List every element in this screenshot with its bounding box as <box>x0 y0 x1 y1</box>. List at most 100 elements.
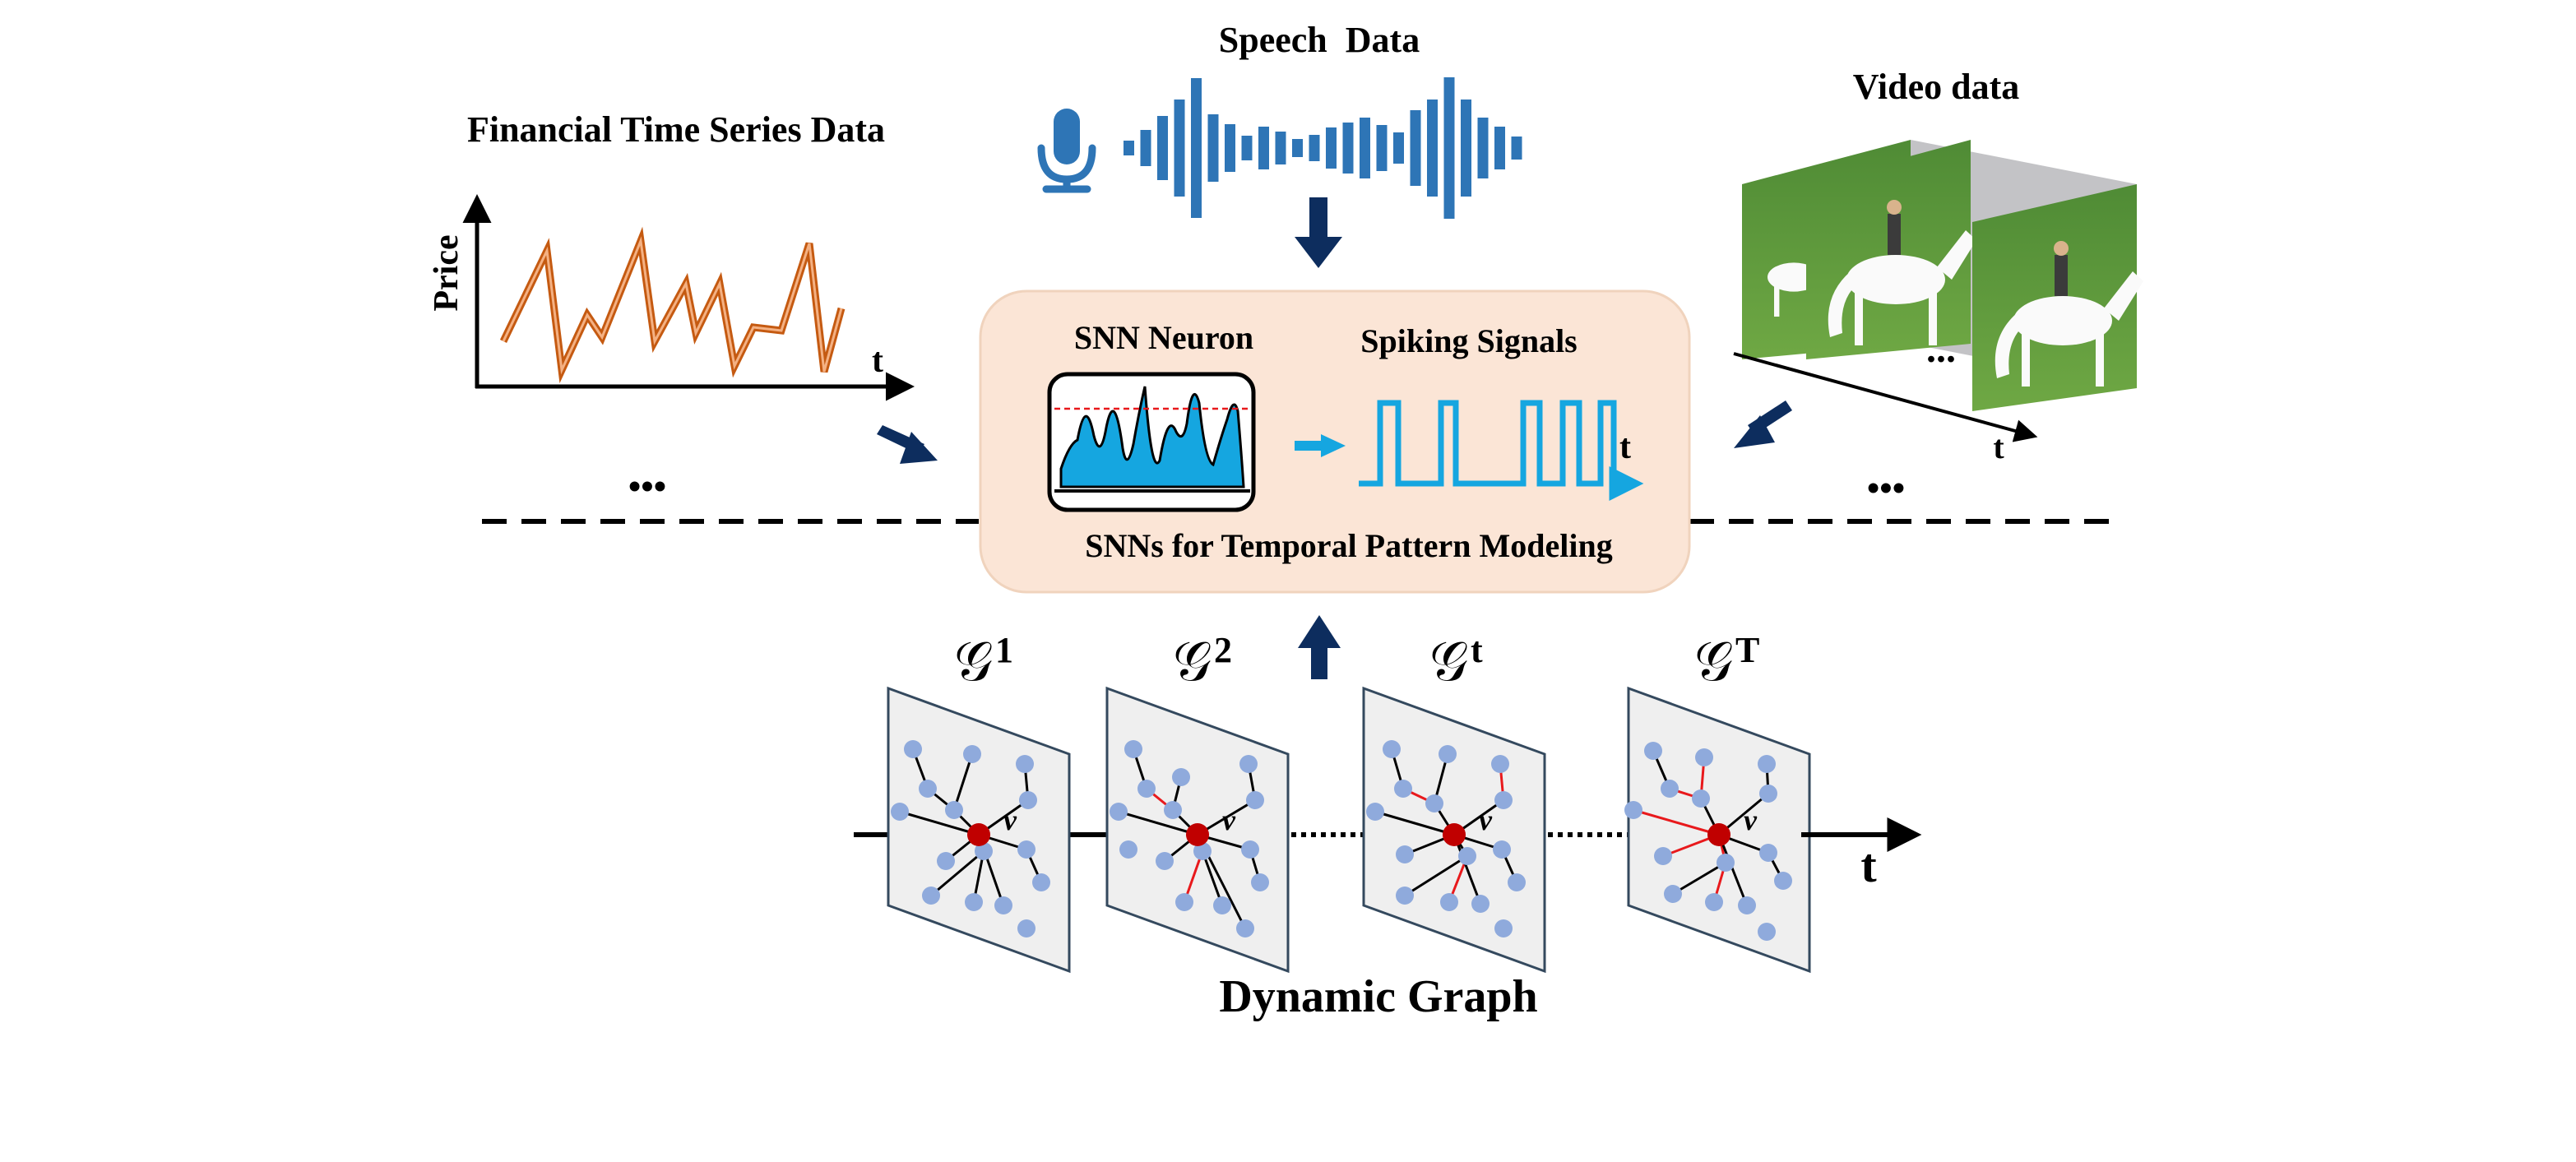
wave-bar <box>1292 139 1303 157</box>
graph-edge <box>930 850 985 897</box>
graph-node <box>1175 893 1193 911</box>
wave-bar <box>1461 100 1471 197</box>
snn-neuron-label: SNN Neuron <box>1074 319 1253 356</box>
graph-node <box>1124 740 1142 758</box>
graph-node <box>1758 923 1776 941</box>
target-node <box>967 823 990 846</box>
graph-node <box>1383 740 1401 758</box>
spiking-signals-label: Spiking Signals <box>1360 322 1578 359</box>
graph-node <box>1661 780 1679 798</box>
graph-node <box>1759 844 1777 862</box>
graph-node <box>965 893 983 911</box>
graph-snapshot-superscript: 2 <box>1214 630 1232 670</box>
graph-node <box>1717 854 1735 872</box>
video-title: Video data <box>1853 67 2020 107</box>
graph-node <box>1246 791 1264 809</box>
graph-node <box>1759 785 1777 803</box>
graph-edge <box>1201 850 1224 906</box>
graph-node <box>1738 896 1756 914</box>
wave-bar <box>1241 136 1253 160</box>
graph-node <box>904 740 922 758</box>
graph-snapshot-superscript: 1 <box>995 630 1013 670</box>
wave-bar <box>1376 125 1388 171</box>
target-node <box>1443 823 1466 846</box>
graph-edge <box>1672 861 1726 896</box>
graph-node <box>1119 840 1137 859</box>
graph-node <box>922 887 940 905</box>
wave-bar <box>1140 130 1151 166</box>
graph-node <box>1239 755 1258 773</box>
diagonal-arrow-icon <box>1734 400 1792 448</box>
graph-node <box>1017 840 1035 859</box>
graph-node <box>1110 803 1128 821</box>
graph-node <box>1241 840 1259 859</box>
left-ellipsis: ••• <box>628 466 666 507</box>
target-node-label: v <box>1003 803 1017 836</box>
wave-bar <box>1477 118 1489 178</box>
price-axis-label: Price <box>428 234 466 311</box>
graph-node <box>1493 840 1511 859</box>
graph-node <box>945 801 963 819</box>
down-arrow-icon <box>1295 197 1342 268</box>
graph-node <box>891 803 909 821</box>
graph-node <box>1164 801 1182 819</box>
graph-node <box>1251 873 1269 891</box>
graph-node <box>1156 852 1174 870</box>
graph-node <box>1664 885 1682 903</box>
graph-node <box>1494 919 1513 937</box>
membrane-potential <box>1059 386 1245 488</box>
graph-node <box>1508 873 1526 891</box>
target-node <box>1707 823 1730 846</box>
graph-node <box>1137 780 1156 798</box>
target-node-label: v <box>1479 803 1493 836</box>
up-arrow-icon <box>1298 615 1341 679</box>
wave-bar <box>1342 123 1354 174</box>
wave-bar <box>1494 127 1505 169</box>
spike-train <box>1359 400 1627 487</box>
speech-title: Speech Data <box>1219 20 1420 60</box>
graph-node <box>919 780 937 798</box>
graph-edge <box>1374 810 1455 836</box>
spike-time-label: t <box>1619 428 1631 466</box>
graph-node <box>1774 872 1792 890</box>
graph-snapshot-superscript: T <box>1735 630 1759 670</box>
graph-node <box>1654 847 1672 865</box>
graph-node <box>1705 893 1723 911</box>
graph-snapshot-label: 𝒢 <box>1429 632 1468 692</box>
graph-node <box>1172 768 1190 786</box>
graph-node <box>1394 780 1412 798</box>
graph-node <box>1019 791 1037 809</box>
graph-node <box>1644 742 1662 760</box>
diagonal-arrow-icon <box>877 425 938 464</box>
wave-bar <box>1207 114 1219 182</box>
graph-node <box>1491 755 1509 773</box>
graph-node <box>1016 755 1034 773</box>
graph-node <box>1458 847 1476 865</box>
graph-edge <box>1717 834 1749 906</box>
graph-node <box>975 842 993 860</box>
graph-node <box>1494 791 1513 809</box>
graph-edge <box>1118 810 1198 836</box>
graph-node <box>994 896 1012 914</box>
video-frame <box>1972 184 2143 411</box>
wave-bar <box>1225 124 1235 172</box>
graph-time-label: t <box>1860 839 1877 892</box>
graph-node <box>1471 895 1490 913</box>
video-frame <box>1806 140 1976 359</box>
wave-bar <box>1410 110 1421 186</box>
graph-node <box>1439 745 1457 763</box>
graph-edge <box>1633 808 1720 836</box>
wave-bar <box>1174 100 1185 197</box>
wave-bar <box>1191 78 1202 218</box>
graph-snapshot-label: 𝒢 <box>954 632 993 692</box>
wave-bar <box>1258 127 1269 169</box>
graph-node <box>1440 893 1458 911</box>
graph-node <box>1624 801 1642 819</box>
video-ellipsis: ... <box>1926 327 1956 371</box>
wave-bar <box>1275 132 1286 164</box>
wave-bar <box>1443 77 1455 219</box>
